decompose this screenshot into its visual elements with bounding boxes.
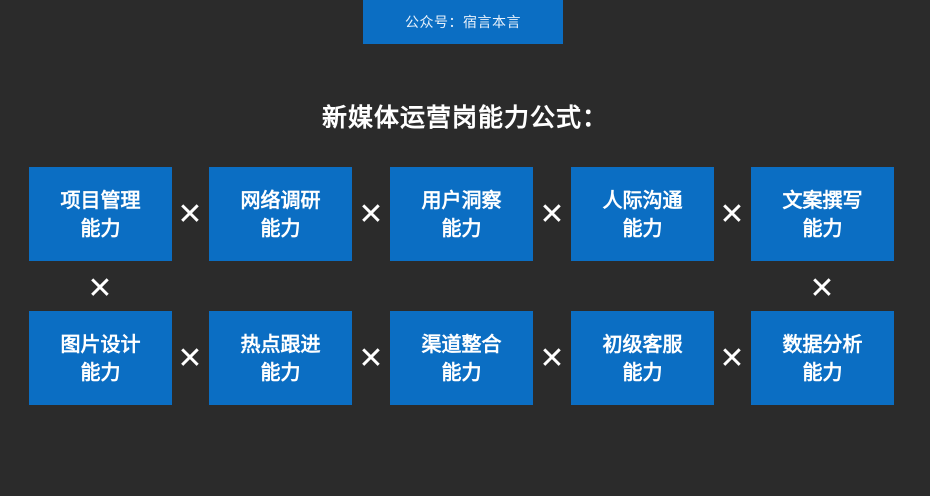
multiply-icon: ✕ <box>719 196 745 232</box>
skill-box-web-research: 网络调研 能力 <box>209 167 352 261</box>
skill-box-user-insight: 用户洞察 能力 <box>390 167 533 261</box>
multiply-icon: ✕ <box>809 270 835 306</box>
skill-label: 网络调研 <box>240 188 321 212</box>
skill-label: 人际沟通 <box>602 188 683 212</box>
multiply-icon: ✕ <box>358 196 384 232</box>
skill-label: 文案撰写 <box>782 188 863 212</box>
skill-suffix: 能力 <box>802 360 843 384</box>
skill-suffix: 能力 <box>441 216 482 240</box>
skill-suffix: 能力 <box>80 360 121 384</box>
skill-suffix: 能力 <box>441 360 482 384</box>
skill-box-customer-service: 初级客服 能力 <box>571 311 714 405</box>
skill-box-data-analysis: 数据分析 能力 <box>751 311 894 405</box>
skill-label: 初级客服 <box>602 332 683 356</box>
skill-label: 项目管理 <box>60 188 141 212</box>
skill-suffix: 能力 <box>622 216 663 240</box>
skill-suffix: 能力 <box>80 216 121 240</box>
skill-label: 渠道整合 <box>421 332 502 356</box>
skill-box-channel-integration: 渠道整合 能力 <box>390 311 533 405</box>
multiply-icon: ✕ <box>719 340 745 376</box>
skill-suffix: 能力 <box>260 216 301 240</box>
skill-box-image-design: 图片设计 能力 <box>29 311 172 405</box>
skill-box-project-management: 项目管理 能力 <box>29 167 172 261</box>
multiply-icon: ✕ <box>539 340 565 376</box>
skill-label: 数据分析 <box>782 332 863 356</box>
skill-suffix: 能力 <box>622 360 663 384</box>
skill-suffix: 能力 <box>260 360 301 384</box>
skill-box-trend-tracking: 热点跟进 能力 <box>209 311 352 405</box>
multiply-icon: ✕ <box>358 340 384 376</box>
multiply-icon: ✕ <box>87 270 113 306</box>
skill-suffix: 能力 <box>802 216 843 240</box>
page-title: 新媒体运营岗能力公式： <box>321 103 608 132</box>
skill-box-copywriting: 文案撰写 能力 <box>751 167 894 261</box>
multiply-icon: ✕ <box>177 196 203 232</box>
skill-label: 图片设计 <box>60 332 141 356</box>
skill-label: 热点跟进 <box>240 332 321 356</box>
multiply-icon: ✕ <box>539 196 565 232</box>
account-tag: 公众号：宿言本言 <box>363 0 563 44</box>
skill-label: 用户洞察 <box>421 188 502 212</box>
skill-box-communication: 人际沟通 能力 <box>571 167 714 261</box>
multiply-icon: ✕ <box>177 340 203 376</box>
